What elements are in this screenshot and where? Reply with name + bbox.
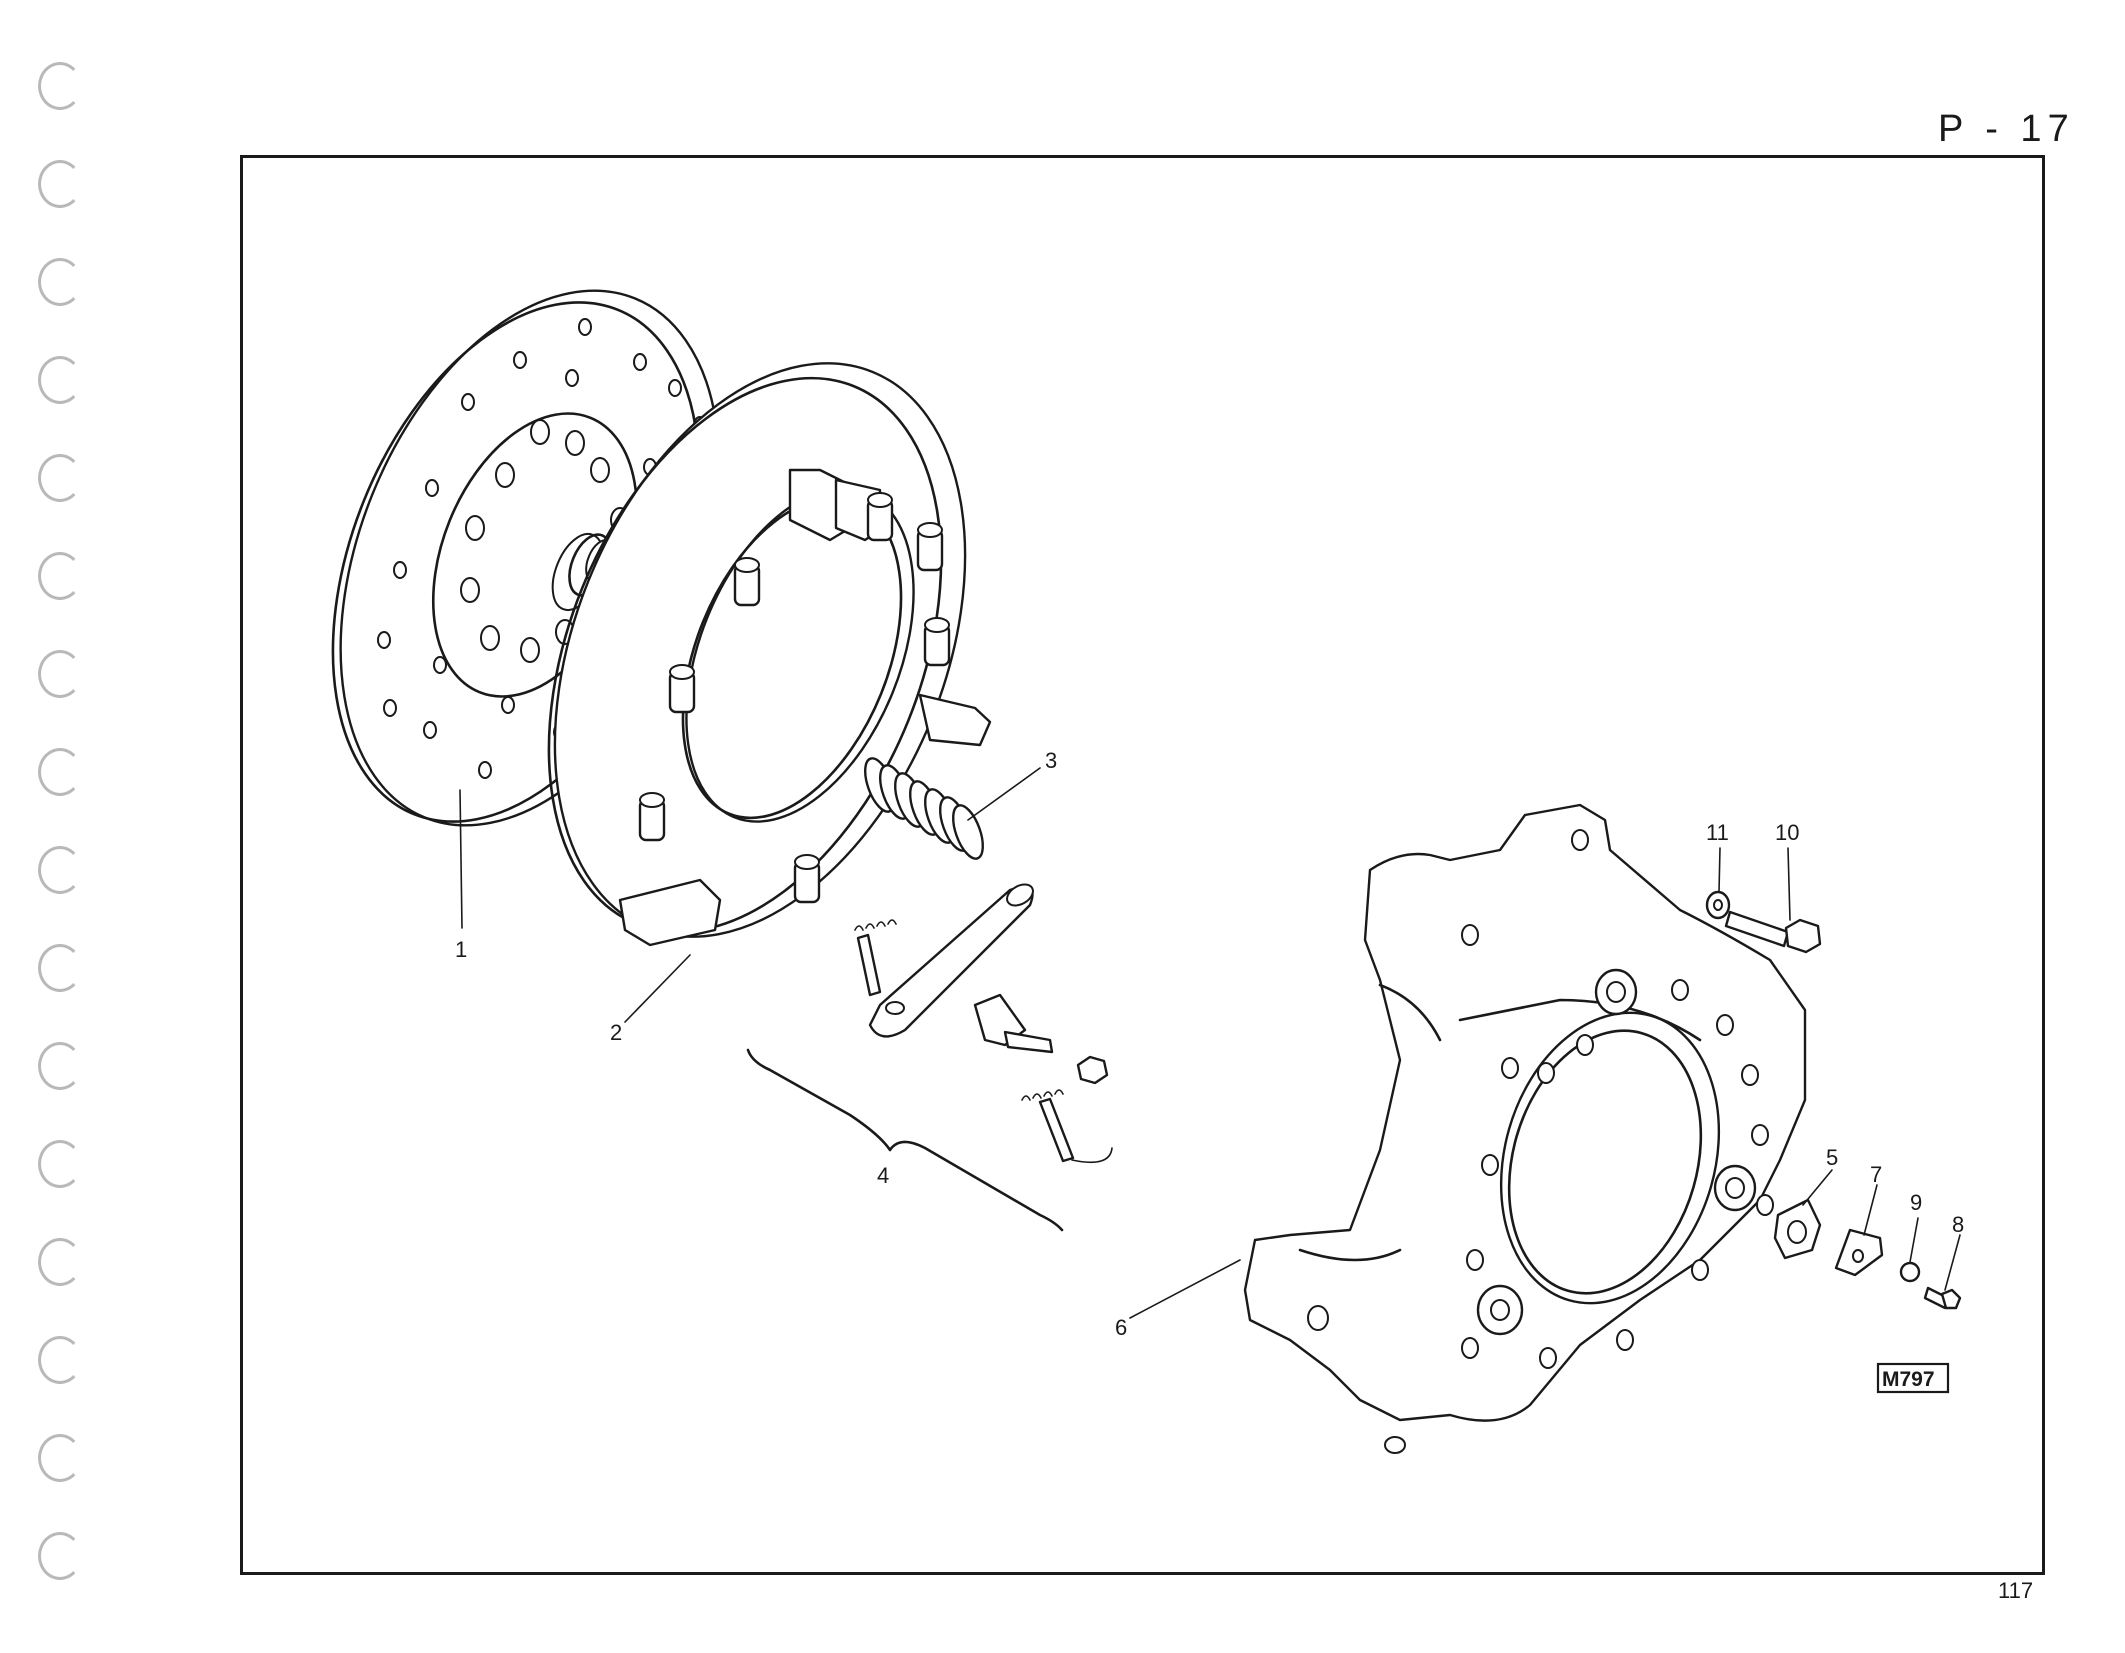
binder-ring — [38, 454, 82, 502]
figure-code-label: M797 — [1882, 1368, 1935, 1391]
binder-ring — [38, 160, 82, 208]
flat-washer — [1705, 890, 1731, 920]
callout-8: 8 — [1952, 1212, 1964, 1237]
lock-washer — [1899, 1261, 1921, 1283]
binder-ring — [38, 846, 82, 894]
callout-6: 6 — [1115, 1315, 1127, 1340]
binder-ring — [38, 62, 82, 110]
callout-5: 5 — [1826, 1145, 1838, 1170]
callout-numbers: 1 2 3 4 5 6 7 8 9 10 11 — [455, 748, 1964, 1340]
binder-ring — [38, 552, 82, 600]
clutch-housing — [1243, 803, 1807, 1454]
binder-ring — [38, 748, 82, 796]
callout-11: 11 — [1706, 820, 1729, 845]
pressure-spring — [864, 757, 984, 860]
binder-ring — [38, 1336, 82, 1384]
callout-4: 4 — [877, 1163, 889, 1188]
callout-9: 9 — [1910, 1190, 1922, 1215]
callout-3: 3 — [1045, 748, 1057, 773]
release-lever-kit — [746, 883, 1113, 1232]
lock-plate — [1773, 1198, 1822, 1260]
callout-1: 1 — [455, 937, 467, 962]
binder-ring — [38, 1042, 82, 1090]
leader-lines — [459, 767, 1961, 1319]
binder-ring — [38, 944, 82, 992]
binder-ring — [38, 1140, 82, 1188]
callout-10: 10 — [1775, 820, 1799, 845]
diagram-frame — [240, 155, 2045, 1575]
page-number: 117 — [1998, 1578, 2034, 1603]
retaining-clip — [1834, 1228, 1884, 1277]
figure-code: M797 — [1876, 1362, 1950, 1394]
pressure-plate — [547, 362, 992, 947]
binder-ring — [38, 258, 82, 306]
hex-bolt — [1724, 910, 1822, 954]
page-reference: P - 17 — [1938, 108, 2075, 150]
binder-ring — [38, 356, 82, 404]
plate-studs — [638, 492, 951, 904]
binder-ring — [38, 1434, 82, 1482]
binder-ring — [38, 1238, 82, 1286]
binder-ring — [38, 1532, 82, 1580]
small-bolt — [1923, 1286, 1962, 1310]
binder-ring — [38, 650, 82, 698]
callout-7: 7 — [1870, 1162, 1882, 1187]
callout-2: 2 — [610, 1020, 622, 1045]
housing-bolt-holes — [1307, 829, 1774, 1454]
